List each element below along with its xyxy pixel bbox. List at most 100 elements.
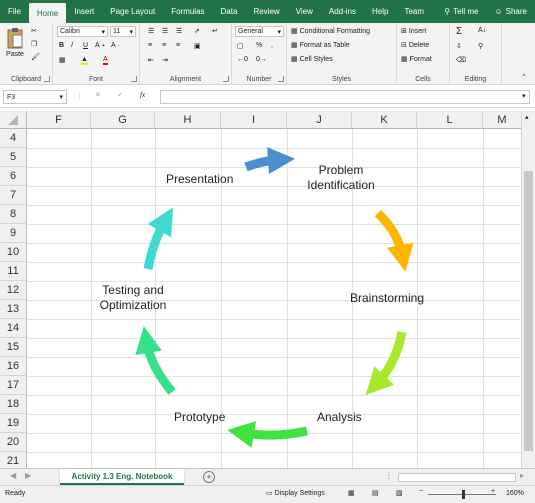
column-header-g[interactable]: G bbox=[91, 111, 155, 129]
normal-view-icon[interactable]: ▦ bbox=[348, 490, 355, 497]
zoom-level[interactable]: 160% bbox=[506, 490, 524, 497]
merge-center-icon[interactable]: ▣ bbox=[194, 43, 201, 50]
name-box[interactable]: F3 ▾ bbox=[3, 90, 67, 104]
sort-filter-icon[interactable]: A↓ bbox=[478, 27, 487, 34]
column-header-f[interactable]: F bbox=[27, 111, 91, 129]
tab-home[interactable]: Home bbox=[28, 3, 67, 23]
decrease-decimal-icon[interactable]: 0→ bbox=[256, 56, 267, 63]
select-all-corner[interactable] bbox=[0, 111, 27, 129]
expand-formula-icon[interactable]: ▾ bbox=[522, 93, 526, 100]
tab-data[interactable]: Data bbox=[220, 7, 238, 16]
scroll-right-icon[interactable]: ▸ bbox=[520, 471, 525, 480]
row-header-7[interactable]: 7 bbox=[0, 186, 27, 205]
row-header-15[interactable]: 15 bbox=[0, 338, 27, 357]
row-header-21[interactable]: 21 bbox=[0, 452, 27, 468]
column-header-m[interactable]: M bbox=[483, 111, 522, 129]
add-sheet-button[interactable]: + bbox=[203, 471, 215, 483]
row-header-5[interactable]: 5 bbox=[0, 148, 27, 167]
increase-indent-icon[interactable]: ⇥ bbox=[162, 57, 168, 64]
formula-input[interactable] bbox=[160, 90, 530, 104]
horizontal-scrollbar[interactable] bbox=[398, 473, 516, 482]
row-header-19[interactable]: 19 bbox=[0, 414, 27, 433]
tab-add-ins[interactable]: Add-ins bbox=[328, 7, 356, 16]
scroll-up-icon[interactable]: ▴ bbox=[525, 114, 529, 121]
number-launcher[interactable] bbox=[278, 76, 284, 82]
cell-styles-button[interactable]: ▦ Cell Styles bbox=[291, 55, 333, 64]
underline-button[interactable]: U bbox=[83, 42, 89, 49]
number-format-select[interactable]: General ▾ bbox=[235, 26, 284, 37]
row-header-8[interactable]: 8 bbox=[0, 205, 27, 224]
row-header-9[interactable]: 9 bbox=[0, 224, 27, 243]
paste-button[interactable]: Paste bbox=[4, 27, 26, 61]
row-header-16[interactable]: 16 bbox=[0, 357, 27, 376]
decrease-indent-icon[interactable]: ⇤ bbox=[148, 57, 154, 64]
fill-color-icon[interactable]: ▲ bbox=[81, 56, 88, 65]
row-header-6[interactable]: 6 bbox=[0, 167, 27, 186]
vertical-scroll-thumb[interactable] bbox=[524, 171, 533, 451]
currency-icon[interactable]: ▢ bbox=[237, 43, 244, 50]
row-header-17[interactable]: 17 bbox=[0, 376, 27, 395]
collapse-ribbon-icon[interactable]: ⌃ bbox=[521, 74, 527, 81]
bold-button[interactable]: B bbox=[59, 42, 65, 49]
align-right-icon[interactable]: ≡ bbox=[176, 42, 181, 49]
tell-me-search[interactable]: ⚲ Tell me bbox=[436, 7, 486, 16]
row-header-18[interactable]: 18 bbox=[0, 395, 27, 414]
column-header-k[interactable]: K bbox=[352, 111, 417, 129]
format-painter-icon[interactable]: 🖌 bbox=[31, 54, 40, 61]
worksheet-grid[interactable]: F G H I J K L M 4 5 6 7 8 9 10 11 12 13 … bbox=[0, 111, 535, 468]
find-select-icon[interactable]: ⚲ bbox=[478, 43, 484, 50]
row-header-20[interactable]: 20 bbox=[0, 433, 27, 452]
insert-function-icon[interactable]: fx bbox=[140, 91, 146, 99]
column-header-j[interactable]: J bbox=[287, 111, 352, 129]
row-header-10[interactable]: 10 bbox=[0, 243, 27, 262]
font-launcher[interactable] bbox=[131, 76, 137, 82]
increase-decimal-icon[interactable]: ←0 bbox=[237, 56, 248, 63]
autosum-icon[interactable]: Σ bbox=[456, 26, 463, 37]
sheet-tab-activity[interactable]: Activity 1.3 Eng. Notebook bbox=[60, 469, 184, 485]
conditional-formatting-button[interactable]: ▦ Conditional Formatting bbox=[291, 27, 370, 36]
tab-review[interactable]: Review bbox=[253, 7, 280, 16]
bottom-align-icon[interactable]: ☰ bbox=[176, 28, 183, 35]
orientation-icon[interactable]: ⇗ bbox=[194, 28, 200, 35]
zoom-out-icon[interactable]: − bbox=[419, 488, 424, 495]
top-align-icon[interactable]: ☰ bbox=[148, 28, 155, 35]
format-as-table-button[interactable]: ▦ Format as Table bbox=[291, 41, 350, 50]
row-header-4[interactable]: 4 bbox=[0, 129, 27, 148]
font-name-select[interactable]: Calibri ▾ bbox=[57, 26, 108, 37]
column-header-l[interactable]: L bbox=[417, 111, 483, 129]
cut-icon[interactable]: ✂ bbox=[31, 28, 37, 35]
tab-page-layout[interactable]: Page Layout bbox=[110, 7, 156, 16]
italic-button[interactable]: I bbox=[71, 42, 73, 49]
scroll-tabs-left-icon[interactable]: ◀ bbox=[10, 471, 17, 480]
comma-style-icon[interactable]: , bbox=[271, 42, 273, 49]
display-settings-button[interactable]: ▭ Display Settings bbox=[266, 489, 325, 498]
tab-help[interactable]: Help bbox=[372, 7, 389, 16]
cancel-icon[interactable]: ✕ bbox=[95, 92, 101, 99]
alignment-launcher[interactable] bbox=[223, 76, 229, 82]
middle-align-icon[interactable]: ☰ bbox=[162, 28, 169, 35]
row-header-11[interactable]: 11 bbox=[0, 262, 27, 281]
tab-formulas[interactable]: Formulas bbox=[171, 7, 205, 16]
align-left-icon[interactable]: ≡ bbox=[148, 42, 153, 49]
tab-file[interactable]: File bbox=[8, 7, 21, 16]
fill-icon[interactable]: ⇩ bbox=[456, 43, 462, 50]
border-icon[interactable]: ▦ bbox=[59, 57, 66, 64]
font-color-icon[interactable]: A bbox=[103, 56, 108, 65]
page-break-view-icon[interactable]: ▧ bbox=[396, 490, 403, 497]
insert-cells-button[interactable]: ⊞ Insert bbox=[401, 27, 426, 36]
align-center-icon[interactable]: ≡ bbox=[162, 42, 167, 49]
vertical-scrollbar[interactable]: ▴ bbox=[521, 111, 535, 468]
decrease-font-icon[interactable]: A- bbox=[111, 42, 120, 49]
wrap-text-icon[interactable]: ↵ bbox=[212, 28, 218, 35]
enter-icon[interactable]: ✓ bbox=[117, 92, 123, 99]
share-button[interactable]: ☺ Share bbox=[486, 7, 535, 16]
copy-icon[interactable]: ❐ bbox=[31, 41, 38, 48]
format-cells-button[interactable]: ▦ Format bbox=[401, 55, 432, 64]
row-header-14[interactable]: 14 bbox=[0, 319, 27, 338]
column-header-i[interactable]: I bbox=[221, 111, 287, 129]
tab-split-icon[interactable]: ⋮ bbox=[385, 471, 393, 480]
row-header-12[interactable]: 12 bbox=[0, 281, 27, 300]
zoom-in-icon[interactable]: + bbox=[491, 488, 496, 495]
page-layout-view-icon[interactable]: ▤ bbox=[372, 490, 379, 497]
tab-view[interactable]: View bbox=[295, 7, 313, 16]
